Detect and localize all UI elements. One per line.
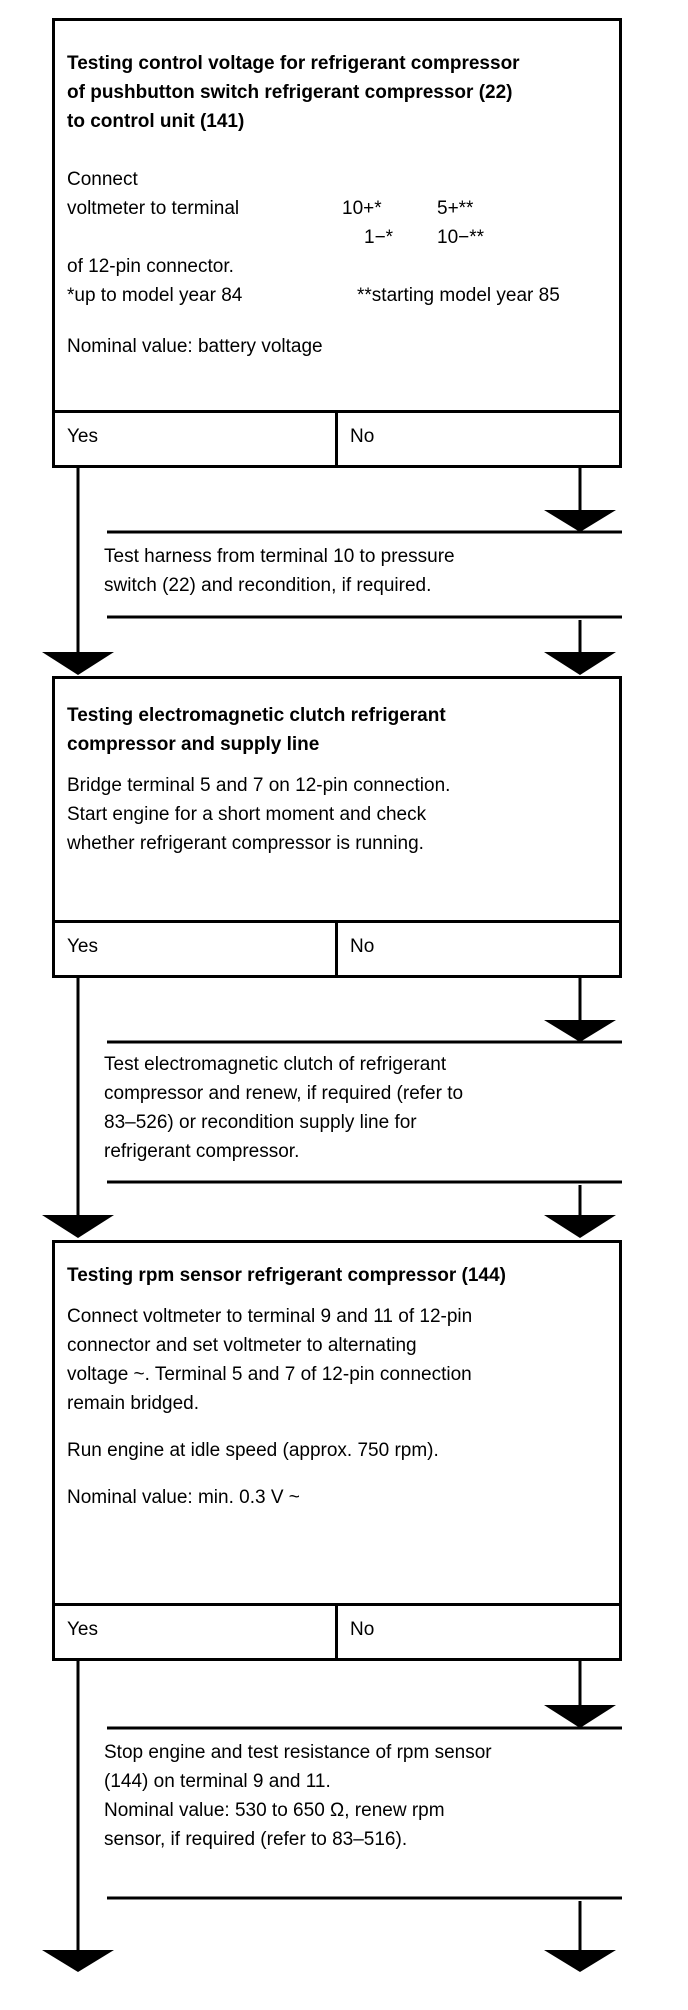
box3-yes: Yes	[55, 1606, 338, 1658]
note3-line: Nominal value: 530 to 650 Ω, renew rpm	[104, 1800, 445, 1821]
box2-title-line: compressor and supply line	[67, 734, 320, 755]
arrow-yes-2	[42, 1215, 114, 1238]
box1-terminal-10minus: 10−**	[437, 227, 485, 248]
box3-line: Connect voltmeter to terminal 9 and 11 o…	[67, 1306, 473, 1327]
box2-title-line: Testing electromagnetic clutch refrigera…	[67, 705, 446, 726]
box2-yes: Yes	[55, 923, 338, 975]
box3-nominal: Nominal value: min. 0.3 V ~	[67, 1487, 300, 1508]
box3-title-line: Testing rpm sensor refrigerant compresso…	[67, 1265, 506, 1286]
arrow-no-3	[544, 1705, 616, 1728]
box2-no: No	[350, 936, 375, 957]
step-box-rpm-sensor: Testing rpm sensor refrigerant compresso…	[52, 1240, 622, 1661]
box1-year84: *up to model year 84	[67, 285, 243, 306]
box1-voltmeter: voltmeter to terminal	[67, 198, 240, 219]
box1-connect: Connect	[67, 169, 138, 190]
box1-terminal-1minus: 1−*	[364, 227, 394, 248]
note3-line: (144) on terminal 9 and 11.	[104, 1771, 331, 1792]
box3-idle: Run engine at idle speed (approx. 750 rp…	[67, 1440, 439, 1461]
note2-line: refrigerant compressor.	[104, 1141, 300, 1162]
arrow-yes-1	[42, 652, 114, 675]
step-box-electromagnetic-clutch: Testing electromagnetic clutch refrigera…	[52, 676, 622, 978]
arrow-no-2b	[544, 1215, 616, 1238]
box3-line: connector and set voltmeter to alternati…	[67, 1335, 417, 1356]
note-stop-engine: Stop engine and test resistance of rpm s…	[104, 1738, 492, 1854]
box1-terminal-5plus: 5+**	[437, 198, 474, 219]
box1-no: No	[350, 426, 375, 447]
box3-no: No	[350, 1619, 375, 1640]
box1-nominal: Nominal value: battery voltage	[67, 336, 323, 357]
note2-line: Test electromagnetic clutch of refrigera…	[104, 1054, 447, 1075]
box1-title-line: of pushbutton switch refrigerant compres…	[67, 82, 513, 103]
step-box-control-voltage: Testing control voltage for refrigerant …	[52, 18, 622, 468]
arrow-no-1	[544, 510, 616, 532]
box1-year85: **starting model year 85	[357, 285, 560, 306]
arrow-no-1b	[544, 652, 616, 675]
note3-line: sensor, if required (refer to 83–516).	[104, 1829, 408, 1850]
note1-line: switch (22) and recondition, if required…	[104, 575, 432, 596]
note-test-harness: Test harness from terminal 10 to pressur…	[104, 542, 455, 600]
box1-title-line: Testing control voltage for refrigerant …	[67, 53, 520, 74]
note2-line: compressor and renew, if required (refer…	[104, 1083, 464, 1104]
arrow-no-2	[544, 1020, 616, 1042]
box1-title-line: to control unit (141)	[67, 111, 245, 132]
box3-line: remain bridged.	[67, 1393, 200, 1414]
box1-terminal-10plus: 10+*	[342, 198, 382, 219]
box1-yes: Yes	[55, 413, 338, 465]
note2-line: 83–526) or recondition supply line for	[104, 1112, 417, 1133]
box3-line: voltage ~. Terminal 5 and 7 of 12-pin co…	[67, 1364, 472, 1385]
arrow-no-3b	[544, 1950, 616, 1972]
note-test-clutch: Test electromagnetic clutch of refrigera…	[104, 1050, 463, 1166]
box2-line: whether refrigerant compressor is runnin…	[67, 833, 424, 854]
box1-connector: of 12-pin connector.	[67, 256, 234, 277]
note3-line: Stop engine and test resistance of rpm s…	[104, 1742, 492, 1763]
arrow-yes-3	[42, 1950, 114, 1972]
note1-line: Test harness from terminal 10 to pressur…	[104, 546, 455, 567]
box2-line: Bridge terminal 5 and 7 on 12-pin connec…	[67, 775, 451, 796]
box2-line: Start engine for a short moment and chec…	[67, 804, 427, 825]
